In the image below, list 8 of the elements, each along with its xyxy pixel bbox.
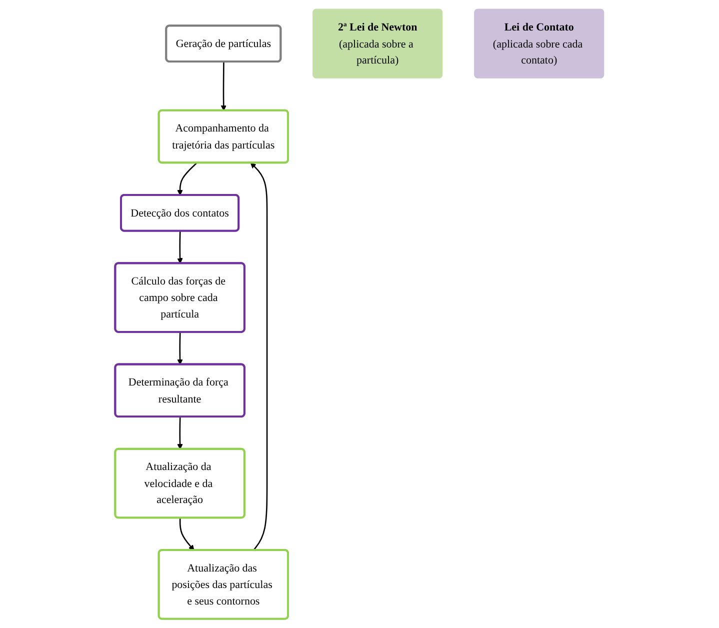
arrow <box>177 416 183 450</box>
arrow <box>177 162 198 196</box>
arrow <box>177 332 183 365</box>
arrow <box>220 62 226 111</box>
flowchart: Geração de partículas Acompanhamento da trajetória das partículas Detecção dos contatos Cálculo das forças de campo sobre cada partícula Determinação da força resultante Atualização da velocidade e da aceleração Atualização das posições das partículas e seus contornos 2ª Lei de Newton (aplicada sobre a partícula) Lei de Contato (aplicada sobre cada contato) <box>110 4 609 624</box>
arrow <box>179 518 194 551</box>
arrow <box>177 231 183 264</box>
arrow <box>250 162 268 551</box>
